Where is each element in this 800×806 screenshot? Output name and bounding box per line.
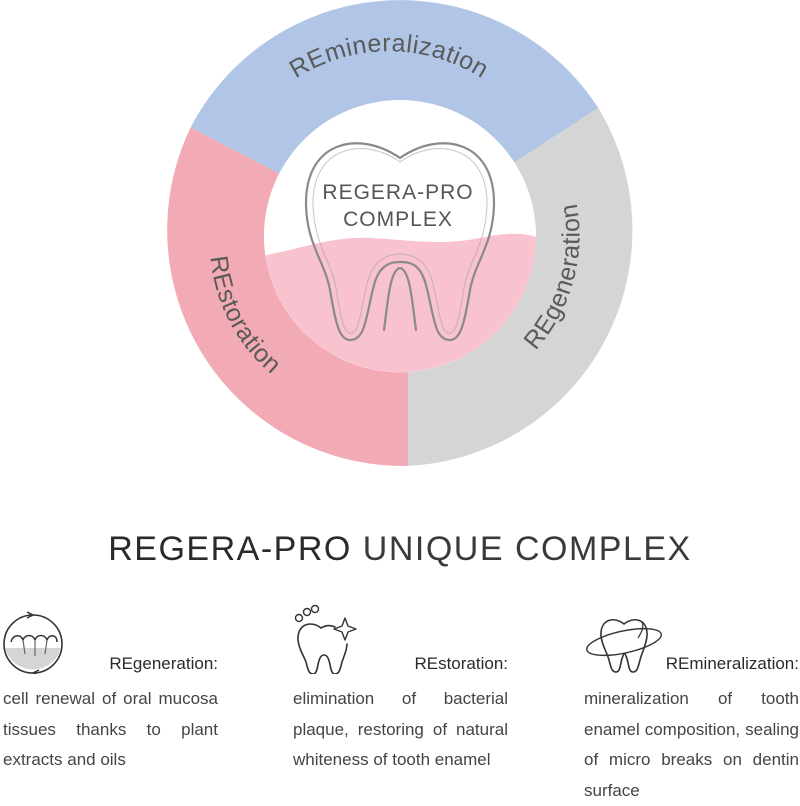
segment-restoration: [167, 127, 408, 466]
feature-remineralization-description: mineralization of tooth enamel compositi…: [584, 689, 799, 800]
page-title-rest: UNIQUE COMPLEX: [362, 530, 692, 568]
feature-remineralization-title: REmineralization:: [665, 654, 799, 673]
feature-regeneration-description: cell renewal of oral mucosa tissues than…: [3, 689, 218, 769]
feature-restoration-title: REstoration:: [414, 654, 508, 673]
page-title-brand: REGERA-PRO: [108, 530, 352, 568]
center-label-line1: REGERA-PRO: [322, 181, 473, 204]
tooth-orbit-icon: [586, 619, 662, 673]
feature-regeneration-title: REgeneration:: [109, 654, 218, 673]
segment-regeneration: [408, 108, 633, 466]
sparkling-tooth-icon: [294, 604, 357, 674]
feature-restoration-description: elimination of bacterial plaque, restori…: [293, 689, 508, 769]
center-label-line2: COMPLEX: [343, 208, 453, 231]
tooth-outline-icon: [304, 142, 496, 342]
segment-remineralization: [190, 0, 599, 174]
gum-cell-icon: [3, 611, 63, 674]
page-title: REGERA-PRO UNIQUE COMPLEX: [0, 530, 800, 569]
tooth-inner-outline: [312, 148, 488, 334]
complex-diagram: REGERA-PRO COMPLEX REmineralization REge…: [167, 0, 633, 466]
